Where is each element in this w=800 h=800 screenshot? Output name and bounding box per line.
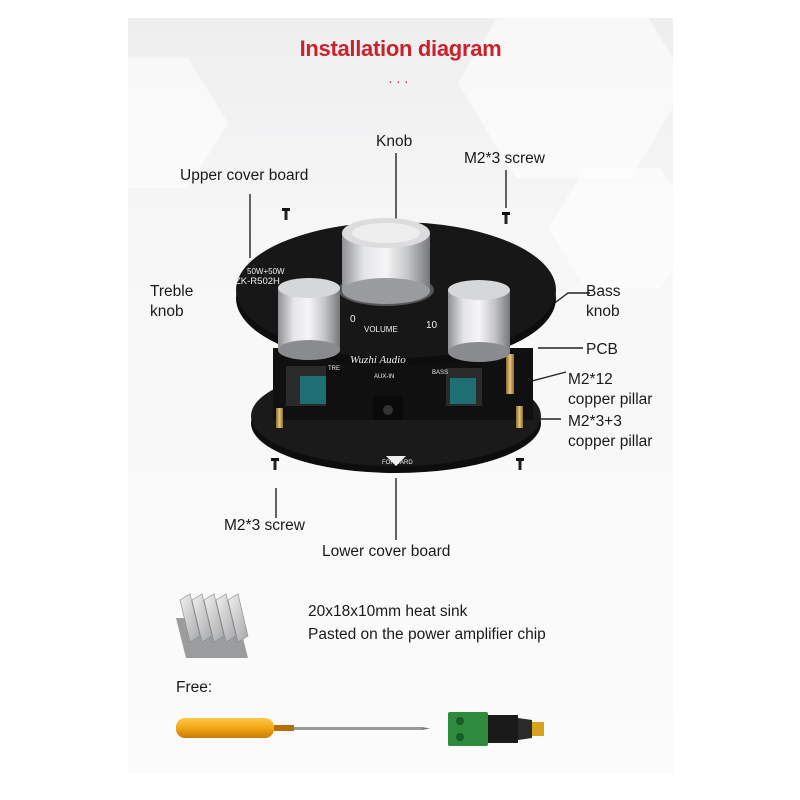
label-pillar12-line2: copper pillar xyxy=(568,391,653,408)
board-volume-text: VOLUME xyxy=(364,325,398,334)
diagram-panel: Installation diagram ... xyxy=(128,18,673,774)
heat-sink-size-text: 20x18x10mm heat sink xyxy=(308,603,468,620)
label-screw-bottom: M2*3 screw xyxy=(224,517,305,534)
label-treble-knob-line2: knob xyxy=(150,303,184,320)
screw-bottom-left-icon xyxy=(271,458,279,470)
label-pillar3-line2: copper pillar xyxy=(568,433,653,450)
amplifier-illustration: 50W+50W ZK-R502H VOLUME Wuzhi Audio 0 10… xyxy=(176,153,590,746)
dc-connector-icon xyxy=(448,712,544,746)
board-brand-text: Wuzhi Audio xyxy=(350,354,406,366)
label-screw-top: M2*3 screw xyxy=(464,150,545,167)
copper-pillar-m2-3-3 xyxy=(516,406,523,428)
label-upper-cover-board: Upper cover board xyxy=(180,167,309,184)
label-pcb: PCB xyxy=(586,341,618,358)
board-bass-text: BASS xyxy=(432,370,448,376)
label-bass-knob-line2: knob xyxy=(586,303,620,320)
screw-bottom-right-icon xyxy=(516,458,524,470)
label-pillar3-line1: M2*3+3 xyxy=(568,413,622,430)
bass-knob xyxy=(448,280,510,362)
board-power-text: 50W+50W xyxy=(247,267,285,276)
board-scale-max: 10 xyxy=(426,320,438,331)
label-lower-cover-board: Lower cover board xyxy=(322,543,451,560)
diagram-title: Installation diagram xyxy=(299,36,502,61)
label-knob: Knob xyxy=(376,133,413,150)
title-dots: ... xyxy=(388,70,413,86)
label-treble-knob-line1: Treble xyxy=(150,283,194,300)
board-auxin-text: AUX-IN xyxy=(374,374,394,380)
label-bass-knob-line1: Bass xyxy=(586,283,621,300)
heat-sink-usage-text: Pasted on the power amplifier chip xyxy=(308,626,546,643)
screw-top-left-icon xyxy=(282,208,290,220)
copper-pillar-m2-12 xyxy=(506,354,514,394)
screw-top-right-icon xyxy=(502,212,510,224)
board-model-text: ZK-R502H xyxy=(235,276,280,287)
heat-sink-icon xyxy=(176,593,249,658)
volume-knob xyxy=(338,218,434,306)
treble-knob xyxy=(278,278,340,360)
screwdriver-icon xyxy=(176,718,430,738)
board-tre-text: TRE xyxy=(328,366,340,372)
label-pillar12-line1: M2*12 xyxy=(568,371,613,388)
board-forward-text: FORWARD xyxy=(382,460,413,466)
free-label: Free: xyxy=(176,679,213,696)
board-scale-min: 0 xyxy=(350,314,356,325)
